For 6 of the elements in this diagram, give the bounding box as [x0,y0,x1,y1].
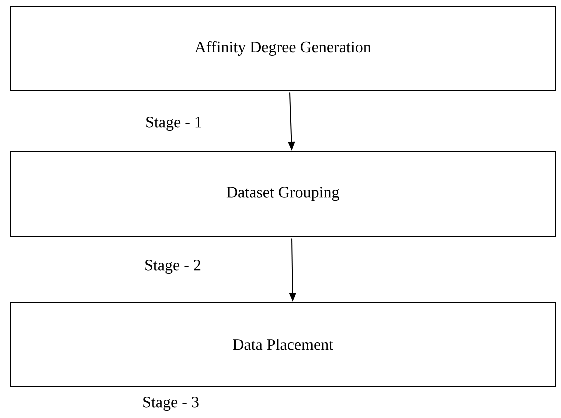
process-box: Dataset Grouping [10,151,556,238]
stage-label: Stage - 2 [146,260,201,274]
stage-label: Stage - 3 [144,397,199,412]
process-box: Data Placement [10,302,556,388]
process-box: Affinity Degree Generation [10,6,556,92]
stage-label: Stage - 1 [146,116,202,132]
